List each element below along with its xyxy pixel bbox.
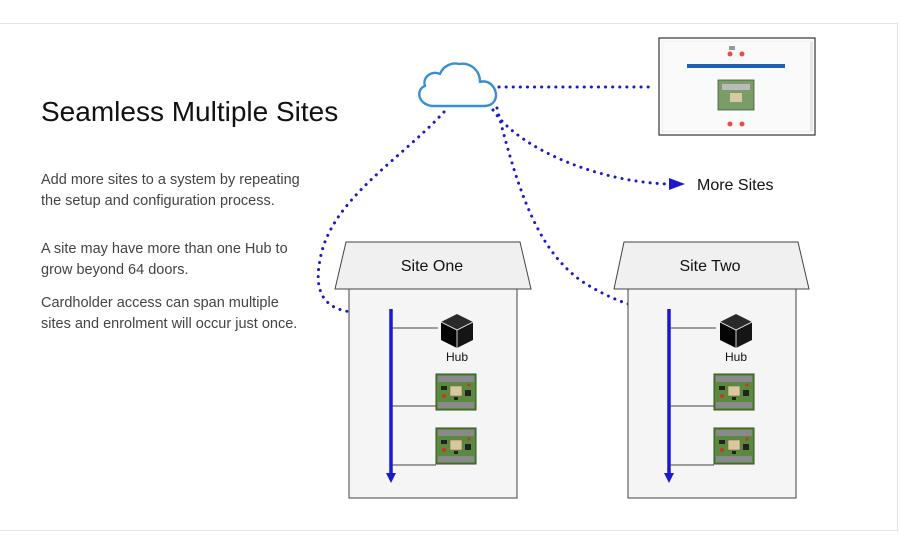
site-one-building: Site One Hub [334,241,532,499]
site-one-controller-board-2 [435,427,477,465]
site-one-hub-label: Hub [446,350,468,364]
more-sites-arrowhead [669,178,685,190]
more-sites-label: More Sites [697,177,773,194]
cloud-icon [418,62,498,108]
paragraph-add-sites: Add more sites to a system by repeating … [41,172,300,209]
paragraph-hub-growth: A site may have more than one Hub to gro… [41,241,288,278]
site-two-hub-label: Hub [725,350,747,364]
site-two-building: Site Two Hub [613,241,810,499]
link-cloud-to-site-one [316,110,446,315]
site-one-controller-board-1 [435,373,477,411]
site-one-title: Site One [401,258,463,275]
site-two-title: Site Two [679,258,740,275]
monitor-screenshot-thumbnail [658,37,816,136]
site-two-controller-board-2 [713,427,755,465]
paragraph-cardholder-access: Cardholder access can span multiple site… [41,295,298,332]
site-two-controller-board-1 [713,373,755,411]
link-cloud-to-more-sites [491,108,670,186]
page-title: Seamless Multiple Sites [41,95,339,127]
slide-frame [0,23,898,531]
